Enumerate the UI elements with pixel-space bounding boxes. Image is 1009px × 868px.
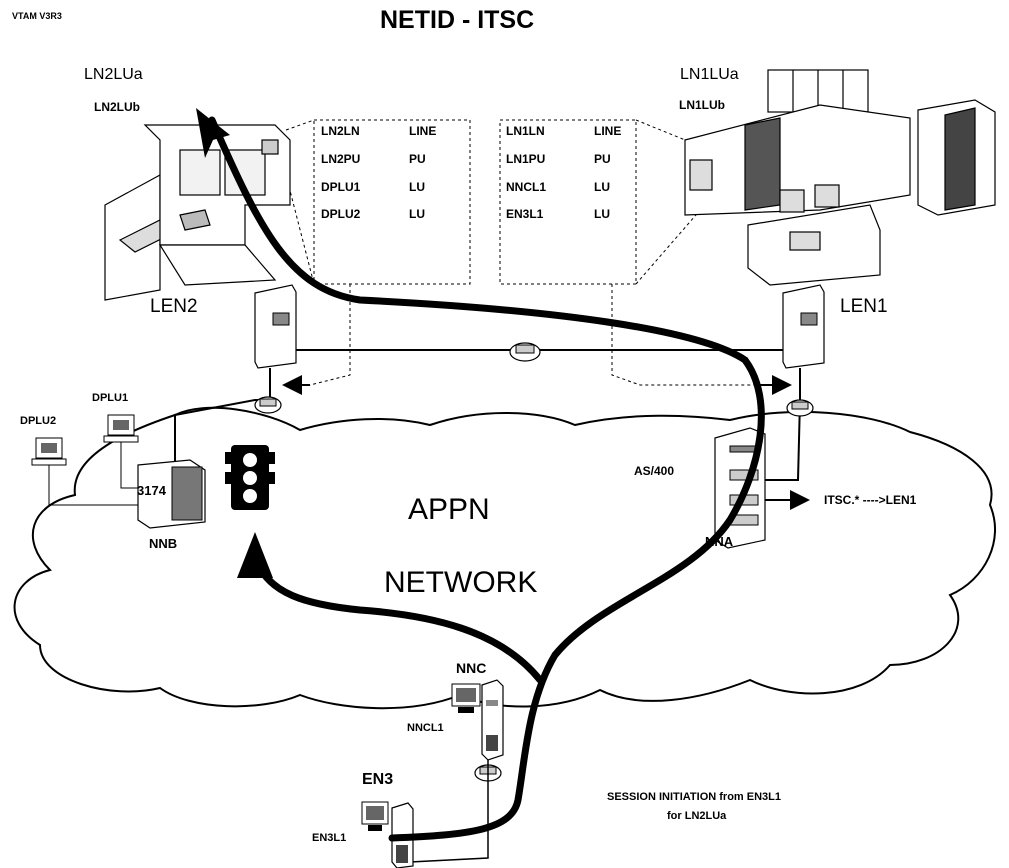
traffic-light-icon [225, 445, 275, 510]
nnc-terminal [452, 684, 480, 713]
callout-leader-ln2 [286, 120, 314, 130]
appn-cloud [15, 408, 996, 708]
ln1-host-computer [685, 70, 995, 285]
table-cell: LU [409, 207, 425, 221]
ln2lua-label: LN2LUa [84, 67, 143, 83]
ln2-host-computer [105, 125, 290, 300]
len1-label: LEN1 [840, 297, 888, 316]
table-cell: PU [409, 152, 426, 166]
dplu1-terminal [104, 415, 138, 442]
ln1lub-label: LN1LUb [679, 99, 725, 111]
nna-label: NNA [705, 535, 733, 548]
controller-3174-label: 3174 [137, 484, 166, 497]
table-cell: DPLU1 [321, 180, 360, 194]
caption-line2: for LN2LUa [667, 811, 726, 822]
nnc-tower [482, 680, 503, 760]
callout-box-right [500, 120, 636, 284]
len2-tower [255, 285, 296, 400]
modem-icon [255, 397, 281, 413]
caption-line1: SESSION INITIATION from EN3L1 [607, 792, 781, 803]
table-cell: LN2LN [321, 124, 360, 138]
table-cell: LINE [409, 124, 436, 138]
table-cell: DPLU2 [321, 207, 360, 221]
dplu2-terminal [32, 438, 66, 465]
len1-tower [783, 285, 824, 400]
len2-label: LEN2 [150, 297, 198, 316]
table-cell: LU [594, 207, 610, 221]
table-cell: LN1LN [506, 124, 545, 138]
table-cell: LINE [594, 124, 621, 138]
ln1lua-label: LN1LUa [680, 67, 739, 83]
modem-icon [787, 400, 813, 416]
cloud-label-appn: APPN [408, 495, 490, 525]
version-label: VTAM V3R3 [12, 12, 62, 21]
dplu1-label: DPLU1 [92, 393, 128, 404]
page-title: NETID - ITSC [380, 8, 534, 33]
cloud-label-network: NETWORK [384, 568, 537, 598]
table-cell: NNCL1 [506, 180, 546, 194]
table-cell: LU [594, 180, 610, 194]
route-note: ITSC.* ---->LEN1 [824, 494, 916, 506]
modem-icon [510, 343, 540, 361]
nnb-label: NNB [149, 537, 177, 550]
en3-terminal [362, 802, 388, 831]
nnc-label: NNC [456, 661, 486, 675]
dplu2-label: DPLU2 [20, 416, 56, 427]
table-cell: LN2PU [321, 152, 360, 166]
nncl1-label: NNCL1 [407, 723, 444, 734]
en3l1-label: EN3L1 [312, 833, 346, 844]
en3-label: EN3 [362, 772, 393, 788]
table-cell: EN3L1 [506, 207, 543, 221]
ln2lub-label: LN2LUb [94, 101, 140, 113]
callout-box-left [314, 120, 470, 284]
as400-label: AS/400 [634, 465, 674, 477]
table-cell: LN1PU [506, 152, 545, 166]
table-cell: PU [594, 152, 611, 166]
table-cell: LU [409, 180, 425, 194]
